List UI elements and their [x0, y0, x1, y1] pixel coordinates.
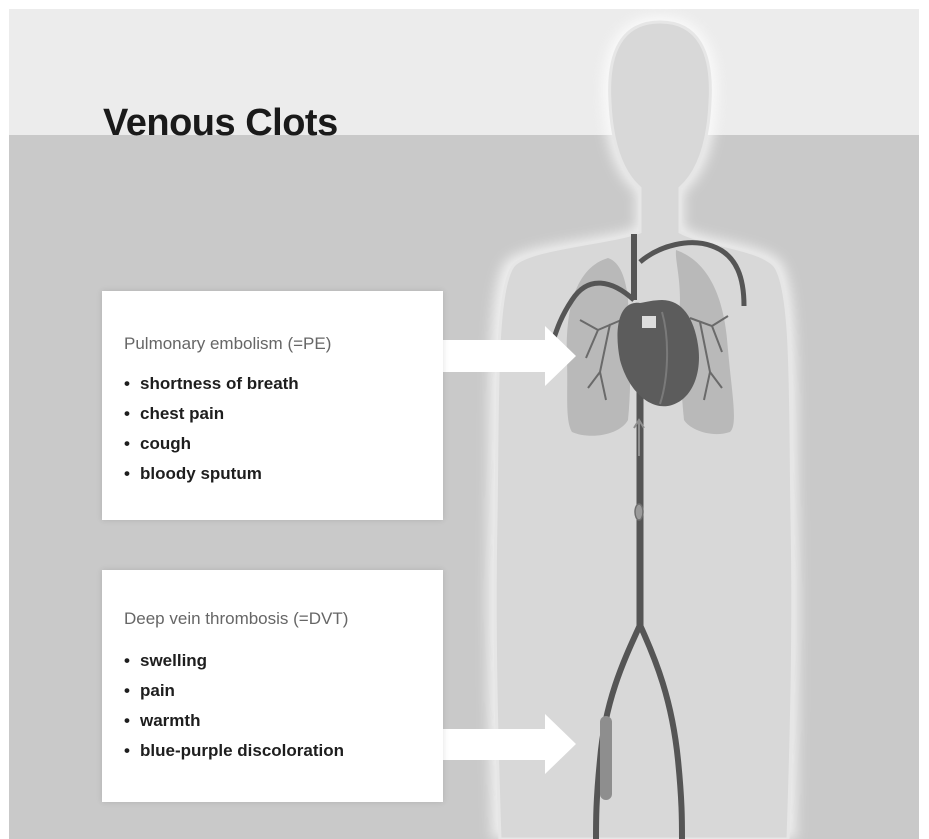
bullet-icon: • — [124, 373, 140, 395]
list-item: •swelling — [124, 650, 344, 680]
deep-vein-thrombosis-card: Deep vein thrombosis (=DVT) •swelling •p… — [102, 570, 443, 802]
list-item: •shortness of breath — [124, 373, 299, 403]
list-item: •chest pain — [124, 403, 299, 433]
list-item: •warmth — [124, 710, 344, 740]
symptom-label: chest pain — [140, 404, 224, 423]
bullet-icon: • — [124, 710, 140, 732]
symptom-label: bloody sputum — [140, 464, 262, 483]
list-item: •cough — [124, 433, 299, 463]
symptom-label: pain — [140, 681, 175, 700]
symptom-label: swelling — [140, 651, 207, 670]
symptom-label: blue-purple discoloration — [140, 741, 344, 760]
bullet-icon: • — [124, 463, 140, 485]
bullet-icon: • — [124, 433, 140, 455]
dvt-symptom-list: •swelling •pain •warmth •blue-purple dis… — [124, 650, 344, 770]
frame-top — [0, 0, 929, 9]
frame-right — [919, 0, 929, 839]
pe-heading: Pulmonary embolism (=PE) — [124, 334, 331, 354]
pe-symptom-list: •shortness of breath •chest pain •cough … — [124, 373, 299, 493]
bullet-icon: • — [124, 680, 140, 702]
symptom-label: warmth — [140, 711, 200, 730]
bullet-icon: • — [124, 403, 140, 425]
dvt-heading: Deep vein thrombosis (=DVT) — [124, 609, 348, 629]
list-item: •blue-purple discoloration — [124, 740, 344, 770]
symptom-label: cough — [140, 434, 191, 453]
list-item: •pain — [124, 680, 344, 710]
pulmonary-embolism-card: Pulmonary embolism (=PE) •shortness of b… — [102, 291, 443, 520]
list-item: •bloody sputum — [124, 463, 299, 493]
bullet-icon: • — [124, 740, 140, 762]
symptom-label: shortness of breath — [140, 374, 299, 393]
frame-left — [0, 0, 9, 839]
page-title: Venous Clots — [103, 102, 338, 145]
bullet-icon: • — [124, 650, 140, 672]
